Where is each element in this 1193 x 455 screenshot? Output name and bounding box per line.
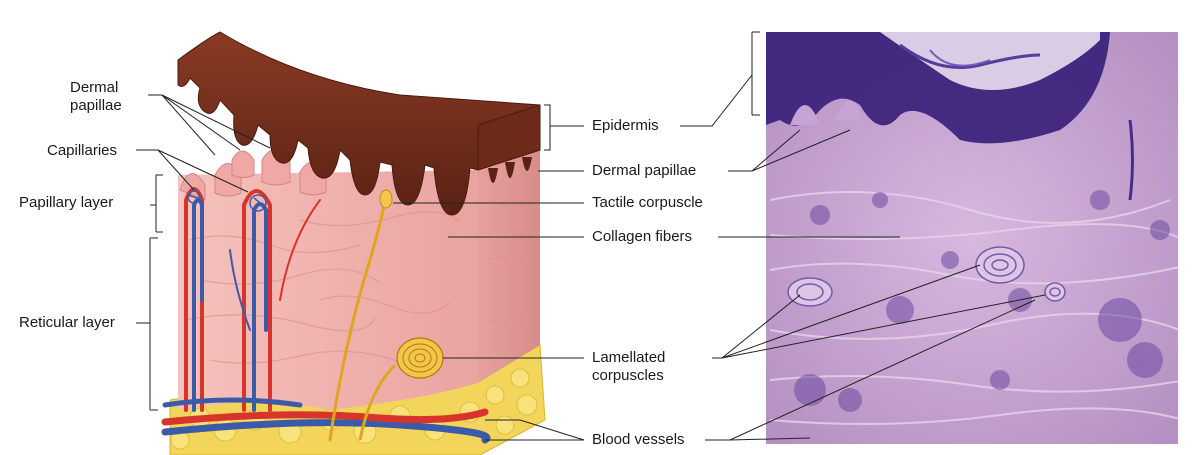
label-reticular-layer: Reticular layer — [19, 314, 115, 331]
histo-dermal-papillae — [790, 101, 863, 125]
dermis-side — [478, 150, 540, 383]
label-dermal-papillae-left: Dermal papillae — [70, 79, 122, 114]
label-collagen-fibers: Collagen fibers — [592, 228, 693, 245]
label-lamellated-corpuscles: Lamellated corpuscles — [592, 349, 666, 384]
label-capillaries: Capillaries — [47, 142, 118, 159]
label-epidermis: Epidermis — [592, 117, 659, 134]
histo-vessel — [1128, 119, 1134, 201]
tactile-corpuscle-nerve — [328, 189, 393, 442]
histo-cell-clusters — [794, 190, 1170, 412]
epidermis-ridge-pegs-side — [488, 157, 532, 183]
capillary-network — [187, 190, 267, 212]
epidermis-edge-side — [477, 104, 541, 171]
label-papillary-layer: Papillary layer — [19, 194, 114, 211]
histo-lamellated-corpuscles — [787, 246, 1066, 307]
skin-block-illustration — [161, 31, 546, 455]
label-blood-vessels: Blood vessels — [592, 431, 685, 448]
leader-lines — [136, 31, 1046, 441]
lamellated-corpuscle — [358, 337, 444, 441]
label-dermal-papillae-right: Dermal papillae — [592, 162, 697, 179]
epidermis-sheet — [177, 31, 541, 216]
label-tactile-corpuscle: Tactile corpuscle — [592, 194, 703, 211]
histology-micrograph — [766, 32, 1178, 444]
